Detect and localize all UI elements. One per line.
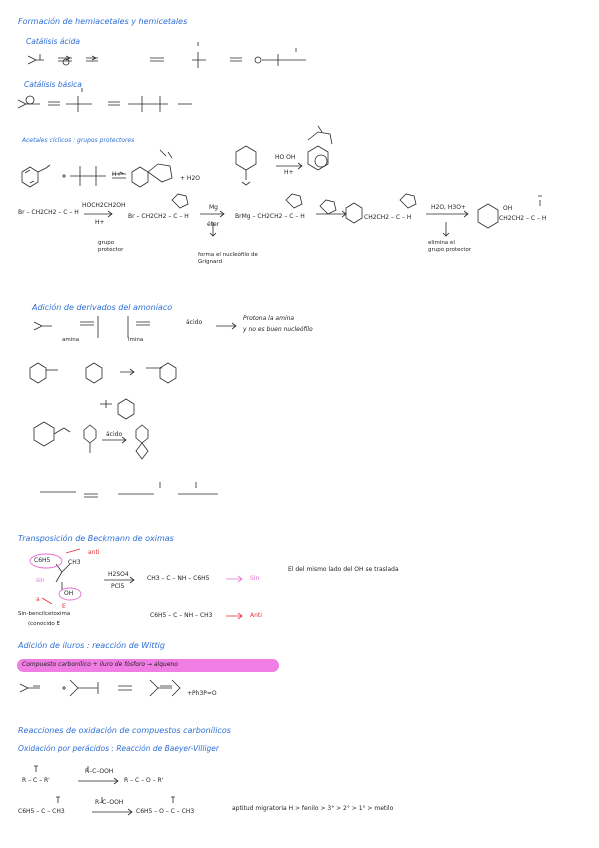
subtitle-catalisis-basica: Catálisis básica: [24, 80, 82, 89]
anti-label: anti: [88, 549, 100, 556]
oxime-name-2: (conocido E: [28, 621, 61, 627]
acid-note: ácido: [186, 319, 203, 326]
subtitle-grupos-protectores: Acetales cíclicos : grupos protectores: [22, 137, 135, 144]
basic-catalysis-row: [17, 88, 192, 112]
bromo-acetal: Br – CH2CH2 – C – H: [128, 213, 189, 220]
section-title-hemiacetales: Formación de hemiacetales y hemicetales: [18, 17, 188, 26]
amine-rows: [29, 316, 237, 498]
oh-label: OH: [503, 205, 513, 212]
section-title-oxidacion: Reacciones de oxidación de compuestos ca…: [18, 726, 231, 735]
section-title-amonio: Adición de derivados del amoníaco: [32, 303, 173, 312]
sin-label: sin: [36, 577, 45, 584]
grignard-reagent: BrMg – CH2CH2 – C – H: [235, 213, 305, 220]
forma-nucleofilo-note: forma el nucleófilo de Grignard: [198, 252, 258, 265]
oh-group: OH: [64, 590, 74, 597]
baeyer-eq2-right: C6H5 – O – C – CH3: [136, 808, 195, 815]
section-title-beckmann: Transposición de Beckmann de oximas: [18, 534, 174, 543]
wittig-highlight: [17, 659, 279, 672]
h3o-label: H2O, H3O+: [431, 204, 466, 211]
baeyer-drawing: [34, 765, 175, 816]
elimina-protector-note: elimina el grupo protector: [428, 240, 472, 253]
baeyer-eq2-reagent: R–C–OOH: [95, 799, 124, 806]
ho-oh-label: HO OH: [275, 154, 296, 161]
grignard-row: [84, 193, 542, 237]
subtitle-baeyer-villiger: Oxidación por perácidos : Reacción de Ba…: [18, 744, 219, 753]
beckmann-note: El del mismo lado del OH se traslada: [288, 566, 399, 573]
grupo-protector-note: grupo protector: [98, 240, 124, 253]
baeyer-eq1-left: R – C – R': [22, 777, 50, 784]
anti-product-label: Anti: [250, 612, 262, 619]
beckmann-product-1: CH3 – C – NH – C6H5: [147, 575, 210, 582]
imina-label: imina: [128, 337, 144, 343]
wittig-summary: Compuesto carbonílico + iluro de fósforo…: [22, 661, 178, 668]
beckmann-annotations: [29, 548, 243, 620]
beckmann-drawing: [55, 563, 135, 590]
pcl5-reagent: PCl5: [111, 583, 125, 590]
baeyer-eq2-left: C6H5 – C – CH3: [18, 808, 65, 815]
h2so4-reagent: H2SO4: [108, 571, 129, 578]
h-plus-label-1: H+: [112, 171, 122, 178]
protona-note: Protona la amina: [243, 315, 295, 322]
cyclic-acetal-row: [21, 149, 173, 188]
ethylene-glycol-reagent: HOCH2CH2OH: [82, 202, 126, 209]
coupled-product: CH2CH2 – C – H: [364, 214, 412, 221]
amina-label: amina: [62, 337, 80, 343]
aptitud-migratoria: aptitud migratoria H > fenilo > 3° > 2° …: [232, 805, 394, 812]
bromo-aldehyde: Br – CH2CH2 – C – H: [18, 209, 79, 216]
baeyer-eq1-right: R – C – O – R': [124, 777, 164, 784]
beckmann-product-2: C6H5 – C – NH – CH3: [150, 612, 213, 619]
c6h5-group: C6H5: [34, 557, 51, 564]
cyclohexanone-acetal: [235, 125, 333, 186]
subtitle-catalisis-acida: Catálisis ácida: [26, 37, 80, 46]
baeyer-eq1-reagent: R–C–OOH: [85, 768, 114, 775]
no-nucleofilo-note: y no es buen nucleófilo: [243, 326, 313, 333]
wittig-drawing: [19, 679, 181, 697]
h-plus-label-2: H+: [284, 169, 294, 176]
wittig-byproduct: +Ph3P=O: [187, 690, 217, 697]
section-title-wittig: Adición de iluros : reacción de Wittig: [18, 641, 165, 650]
e-label: E: [62, 603, 66, 610]
a-label: a: [36, 596, 40, 603]
acido-arrow-label: ácido: [106, 431, 123, 438]
h-plus-label-3: H+: [95, 219, 105, 226]
mg-label: Mg: [209, 204, 218, 211]
ch3-group: CH3: [68, 559, 81, 566]
acid-catalysis-row: [27, 42, 306, 68]
final-product-chain: CH2CH2 – C – H: [499, 215, 547, 222]
oxime-name: Sin-bencilcetoxima: [18, 611, 71, 617]
sin-product-label: Sin: [250, 575, 260, 582]
h2o-label-1: + H2O: [180, 175, 200, 182]
